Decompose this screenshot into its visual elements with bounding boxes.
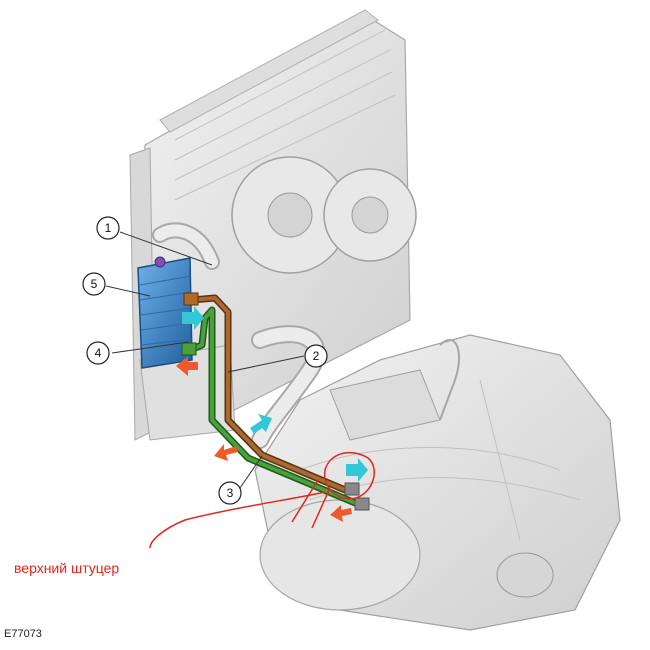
callout-4: 4 <box>86 341 110 365</box>
callout-5: 5 <box>82 272 106 296</box>
callout-3-label: 3 <box>227 486 234 500</box>
cold-flow-arrow-3 <box>346 458 368 482</box>
transmission-housing <box>254 334 621 631</box>
callout-5-label: 5 <box>91 277 98 291</box>
annotation-marks <box>149 451 375 549</box>
callout-3: 3 <box>218 481 242 505</box>
annotation-leader <box>149 491 326 549</box>
hot-flow-arrow-2 <box>214 444 238 461</box>
pipe-fittings <box>181 292 370 511</box>
callout-2: 2 <box>304 344 328 368</box>
hot-flow-arrow-3 <box>330 505 352 522</box>
cold-flow-arrow-2 <box>250 414 272 434</box>
flow-arrows <box>176 306 368 522</box>
annotation-circle <box>323 451 375 500</box>
transmission-oil-cooler <box>137 256 193 369</box>
callout-4-label: 4 <box>95 346 102 360</box>
cooler-lower-pipe <box>186 306 364 509</box>
hot-flow-arrow-1 <box>176 356 198 376</box>
callout-1: 1 <box>96 216 120 240</box>
callout-2-label: 2 <box>313 349 320 363</box>
annotation-text: верхний штуцер <box>14 560 120 576</box>
cooler-upper-pipe <box>188 294 354 496</box>
cold-flow-arrow-1 <box>182 306 204 330</box>
callout-1-label: 1 <box>105 221 112 235</box>
callout-leaders <box>105 231 305 489</box>
figure-id: E77073 <box>4 628 42 640</box>
coolant-hoses <box>152 222 326 449</box>
